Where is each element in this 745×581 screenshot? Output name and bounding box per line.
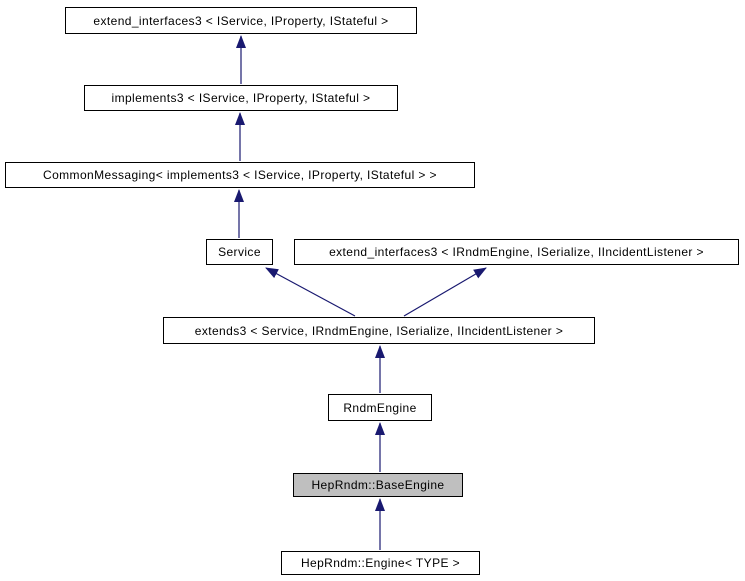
- edge-extends3-to-service: [265, 267, 356, 317]
- node-implements3[interactable]: implements3 < IService, IProperty, IStat…: [84, 85, 398, 111]
- node-commonmessaging[interactable]: CommonMessaging< implements3 < IService,…: [5, 162, 475, 188]
- node-service[interactable]: Service: [206, 239, 273, 265]
- node-extend-interfaces3-irndmengine[interactable]: extend_interfaces3 < IRndmEngine, ISeria…: [294, 239, 739, 265]
- node-heprndm-engine-type[interactable]: HepRndm::Engine< TYPE >: [281, 551, 480, 575]
- node-extends3[interactable]: extends3 < Service, IRndmEngine, ISerial…: [163, 317, 595, 344]
- node-extend-interfaces3-iservice[interactable]: extend_interfaces3 < IService, IProperty…: [65, 7, 417, 34]
- edge-extends3-to-extend-interfaces3-irndm: [403, 267, 487, 317]
- node-heprndm-baseengine-current: HepRndm::BaseEngine: [293, 473, 463, 497]
- node-rndmengine[interactable]: RndmEngine: [328, 394, 432, 421]
